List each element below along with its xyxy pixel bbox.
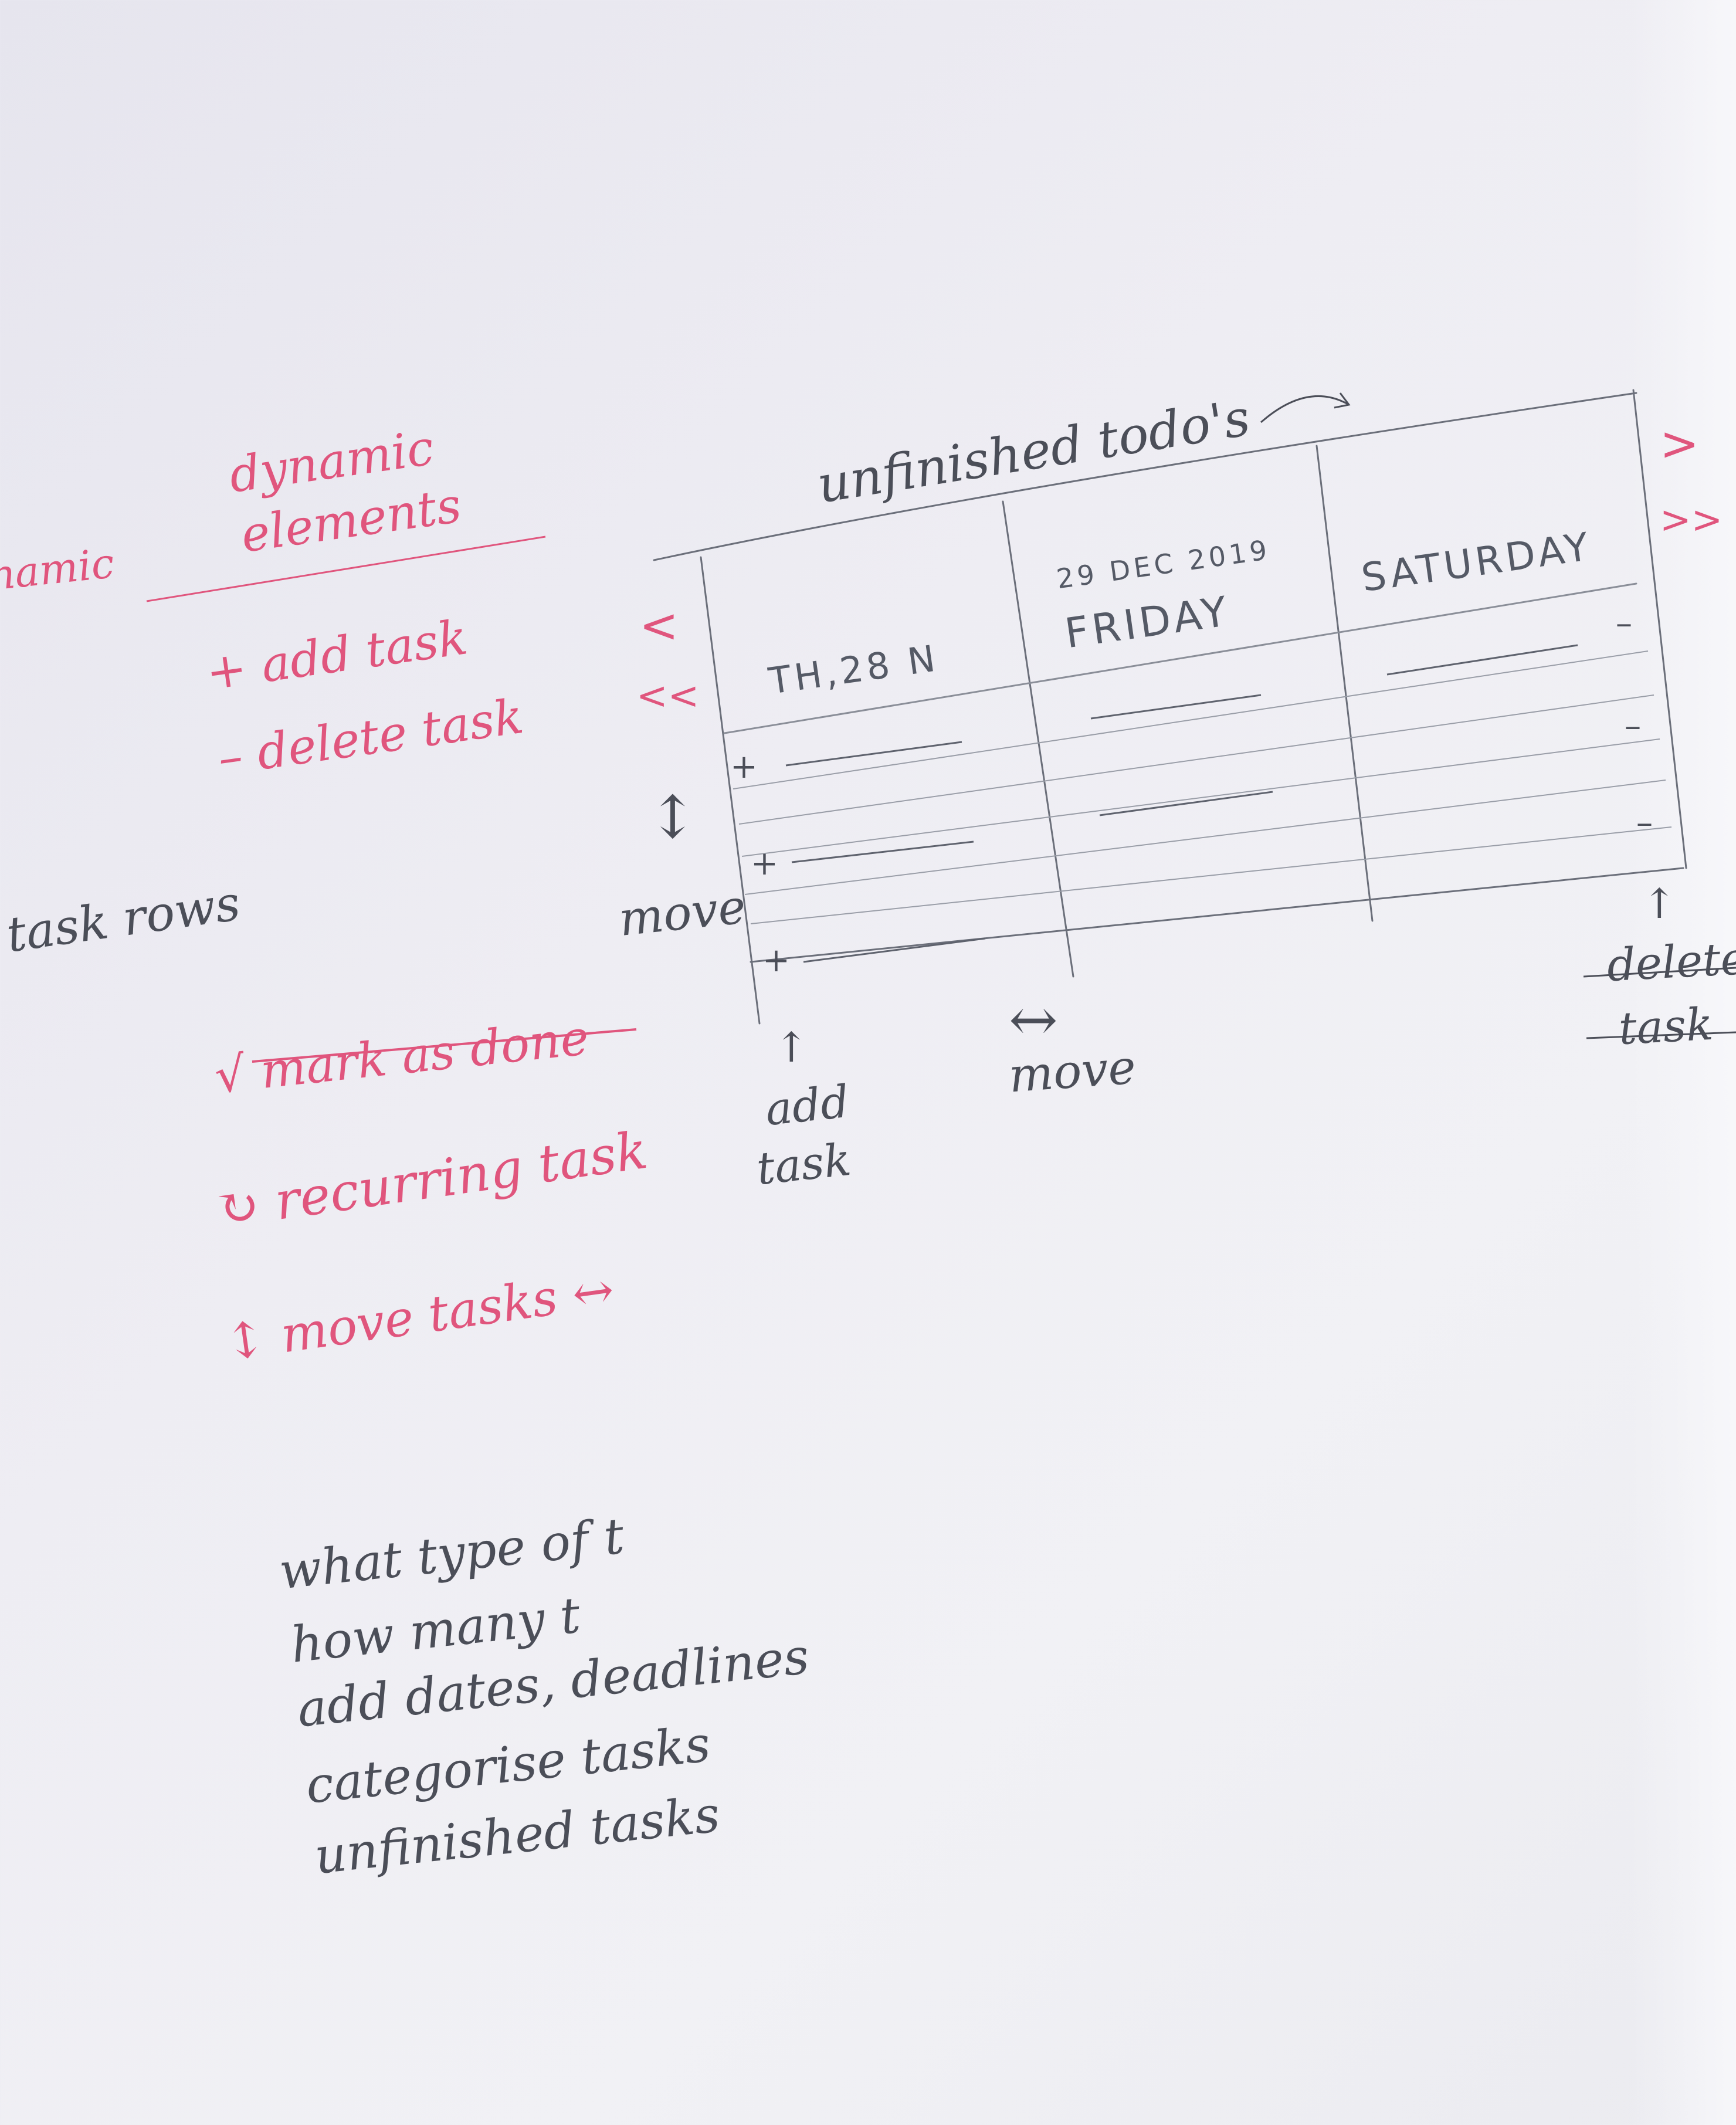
horizontal-arrow-icon: ↔ bbox=[568, 1260, 618, 1323]
nav-last-button[interactable]: >> bbox=[1660, 499, 1723, 542]
delete-task-button-1[interactable]: – bbox=[1616, 604, 1632, 642]
nav-first-button[interactable]: << bbox=[636, 675, 700, 718]
delete-task-button-2[interactable]: – bbox=[1625, 707, 1641, 745]
add-task-button-3[interactable]: + bbox=[762, 941, 790, 980]
wireframe-divider-2 bbox=[1315, 445, 1374, 922]
header-curved-arrow bbox=[1260, 395, 1350, 423]
nav-next-button[interactable]: > bbox=[1660, 416, 1700, 471]
wireframe-header-divider bbox=[723, 582, 1637, 734]
checkmark-icon: √ bbox=[212, 1046, 249, 1105]
wireframe-right-edge bbox=[1632, 389, 1687, 869]
add-task-annotation-line2: task bbox=[754, 1133, 854, 1195]
add-task-button-2[interactable]: + bbox=[751, 845, 778, 883]
delete-task-button-3[interactable]: – bbox=[1636, 804, 1653, 842]
nav-prev-button[interactable]: < bbox=[639, 598, 679, 653]
legend-underline bbox=[146, 536, 546, 602]
wireframe-left-edge bbox=[700, 556, 761, 1025]
delete-task-annotation-line1: delete bbox=[1605, 931, 1736, 992]
paper-edge bbox=[1630, 0, 1736, 2125]
move-vertical-icon: ↕ bbox=[648, 783, 697, 852]
delete-task-annotation-line2: task bbox=[1617, 997, 1715, 1055]
move-horizontal-icon: ↔ bbox=[1009, 985, 1058, 1054]
vertical-arrow-icon: ↕ bbox=[221, 1309, 270, 1372]
delete-task-arrow-icon: ↑ bbox=[1642, 880, 1677, 928]
add-task-annotation-line1: add bbox=[762, 1075, 852, 1136]
mark-done-strike bbox=[252, 1028, 637, 1063]
wireframe-divider-1 bbox=[1002, 500, 1074, 978]
add-task-arrow-icon: ↑ bbox=[774, 1023, 809, 1072]
recurring-icon: ↻ bbox=[212, 1174, 263, 1241]
move-horizontal-label: move bbox=[1007, 1039, 1138, 1103]
add-task-button-1[interactable]: + bbox=[730, 748, 758, 786]
wireframe-top-line bbox=[653, 392, 1637, 561]
wireframe-bottom-edge bbox=[750, 867, 1684, 963]
